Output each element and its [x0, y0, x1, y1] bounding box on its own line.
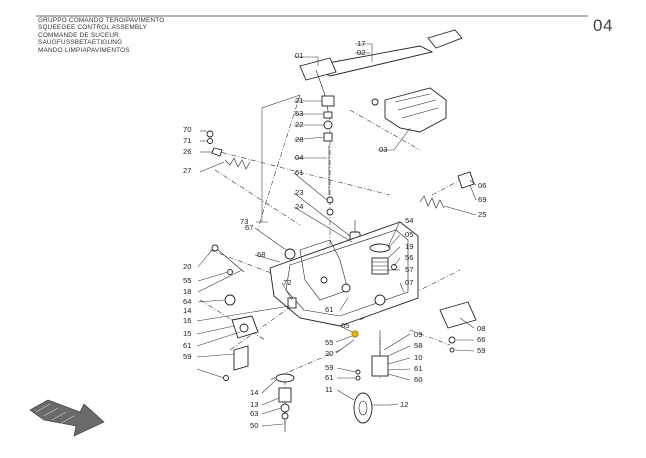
title-line-es: MANDO LIMPIAPAVIMENTOS [38, 46, 130, 54]
part-label-59b: 59 [477, 346, 485, 355]
part-label-27: 27 [183, 166, 191, 175]
bracket-03 [371, 87, 447, 133]
part-label-08: 08 [477, 324, 485, 333]
part-label-07: 07 [405, 278, 413, 287]
part-label-67: 67 [245, 223, 253, 232]
part-label-55: 55 [183, 276, 191, 285]
part-label-17: 17 [357, 39, 365, 48]
part-label-66: 66 [477, 335, 485, 344]
part-label-28: 28 [295, 135, 303, 144]
part-label-03: 03 [379, 145, 387, 154]
axle-parts [211, 244, 297, 309]
part-label-55b: 55 [325, 338, 333, 347]
part-label-68: 68 [257, 250, 265, 259]
part-label-58: 58 [414, 341, 422, 350]
direction-arrow-icon [29, 399, 105, 437]
part-label-71: 71 [183, 136, 191, 145]
part-label-14b: 14 [250, 388, 258, 397]
part-label-26: 26 [183, 147, 191, 156]
part-label-05: 05 [405, 230, 413, 239]
part-label-61: 61 [295, 168, 303, 177]
title-line-en: SQUEEGEE CONTROL ASSEMBLY [38, 24, 148, 32]
part-label-25: 25 [478, 210, 486, 219]
part-label-10: 10 [414, 353, 422, 362]
part-label-59: 59 [183, 352, 191, 361]
part-label-70: 70 [183, 125, 191, 134]
part-label-61d: 61 [414, 364, 422, 373]
part-label-61c: 61 [183, 341, 191, 350]
part-label-19: 19 [405, 242, 413, 251]
part-label-50: 50 [250, 421, 258, 430]
part-label-21: 21 [295, 96, 303, 105]
part-label-24: 24 [295, 202, 303, 211]
cylinder-parts [369, 243, 397, 275]
part-label-53: 53 [295, 109, 303, 118]
part-label-15: 15 [183, 329, 191, 338]
part-label-61e: 61 [325, 373, 333, 382]
springs [206, 130, 475, 209]
part-label-12: 12 [400, 400, 408, 409]
part-label-14: 14 [183, 306, 191, 315]
part-label-72: 72 [283, 278, 291, 287]
title-line-de: SAUGFUSSBETAETIGUNG [38, 39, 123, 47]
title-line-it: GRUPPO COMANDO TERGIPAVIMENTO [38, 17, 165, 24]
part-label-54: 54 [405, 216, 413, 225]
bracket-08 [439, 301, 477, 353]
part-label-57: 57 [405, 265, 413, 274]
part-label-22: 22 [295, 120, 303, 129]
part-label-63: 63 [250, 409, 258, 418]
part-label-16: 16 [183, 316, 191, 325]
part-label-20: 20 [183, 262, 191, 271]
page-number: 04 [593, 16, 613, 35]
title-block: GRUPPO COMANDO TERGIPAVIMENTO SQUEEGEE C… [38, 17, 164, 54]
wheel-bracket [223, 315, 259, 381]
part-label-18: 18 [183, 287, 191, 296]
highlight-part [351, 330, 359, 338]
part-label-59c: 59 [325, 363, 333, 372]
part-label-60: 60 [414, 375, 422, 384]
part-label-23: 23 [295, 188, 303, 197]
part-label-11: 11 [325, 385, 333, 394]
part-label-01: 01 [295, 51, 303, 60]
part-label-06: 06 [478, 181, 486, 190]
part-label-64: 64 [183, 297, 191, 306]
part-label-69: 69 [478, 195, 486, 204]
title-line-fr: COMMANDE DE SUCEUR [38, 31, 120, 39]
part-label-61b: 61 [325, 305, 333, 314]
leader-lines [196, 43, 477, 427]
roller-stack [275, 373, 295, 432]
part-label-20b: 20 [325, 349, 333, 358]
part-label-02: 02 [357, 48, 365, 57]
part-label-56: 56 [405, 253, 413, 262]
part-label-09: 09 [414, 330, 422, 339]
part-labels: 17 02 01 21 53 22 28 03 70 71 26 27 04 6… [183, 39, 486, 430]
caster [353, 335, 390, 424]
part-label-13: 13 [250, 400, 258, 409]
base-frame [269, 221, 419, 327]
part-label-04: 04 [295, 153, 303, 162]
part-label-73: 73 [240, 217, 248, 226]
part-label-65: 65 [341, 321, 349, 330]
